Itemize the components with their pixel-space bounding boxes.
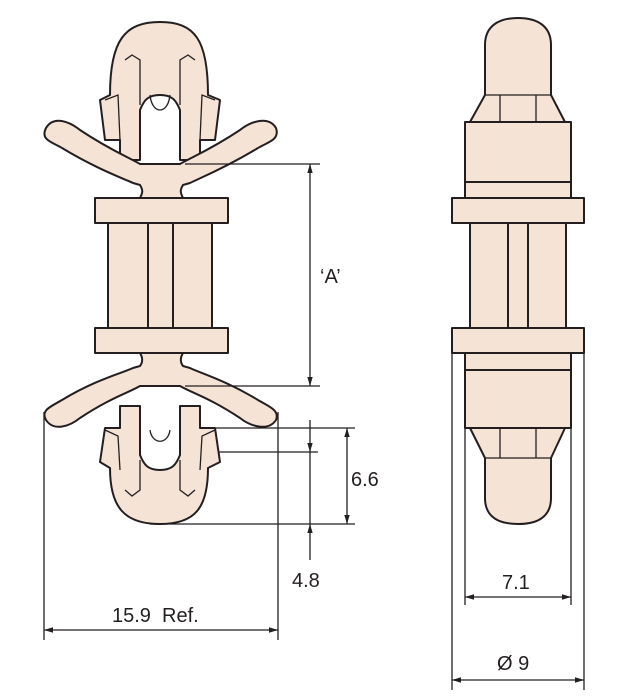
dimension-diameter-9-label: Ø 9 (497, 653, 529, 675)
side-view (451, 17, 585, 525)
dimension-6-6-label: 6.6 (351, 469, 379, 491)
side-upper-flange (451, 197, 585, 224)
side-top-head (469, 17, 566, 123)
dimension-15-9 (43, 412, 279, 640)
dimension-4-8-label: 4.8 (292, 570, 320, 592)
front-top-clip (99, 21, 221, 161)
dimension-7-1 (464, 370, 572, 605)
front-view (43, 21, 278, 525)
dimension-a-label: ‘A’ (320, 266, 341, 288)
side-lower-collar (464, 352, 572, 429)
front-bottom-wing (43, 352, 278, 428)
dimension-4-8 (218, 420, 318, 560)
side-lower-flange (451, 327, 585, 354)
front-top-wing (43, 119, 278, 199)
dimension-a (185, 163, 320, 387)
dimension-7-1-label: 7.1 (502, 572, 530, 594)
side-bottom-head (469, 427, 566, 525)
front-upper-flange (94, 197, 229, 224)
dimension-diameter-9 (451, 353, 585, 690)
dimension-15-9-label: 15.9 Ref. (112, 605, 199, 627)
dimension-6-6 (150, 427, 355, 525)
front-bottom-clip (99, 405, 221, 525)
front-body (107, 222, 213, 329)
front-lower-flange (94, 327, 229, 354)
side-upper-collar (464, 121, 572, 183)
side-body (469, 222, 567, 329)
